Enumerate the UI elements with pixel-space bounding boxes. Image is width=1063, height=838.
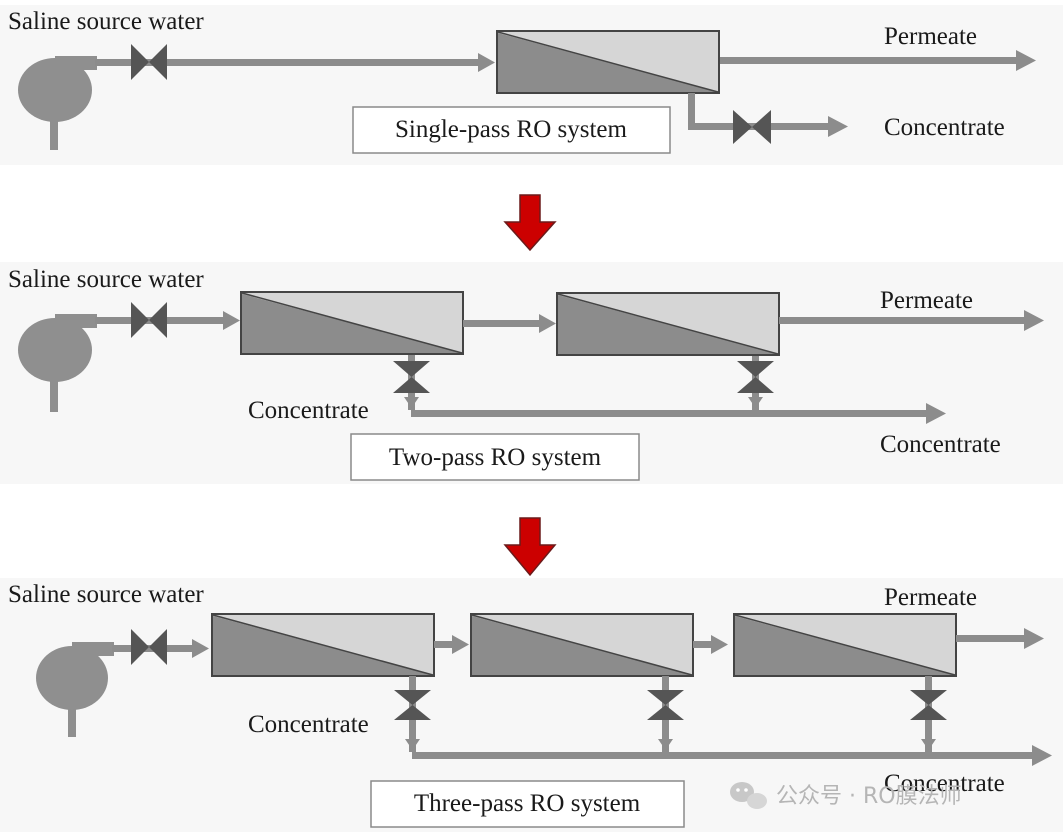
wechat-icon [730,782,767,809]
pressure-vessel-icon [211,613,435,677]
valve-icon [647,690,684,720]
caption-box [350,433,640,481]
concentrate-label: Concentrate [884,770,1005,797]
interpass-pipe [463,314,556,333]
down-arrow-icon [503,194,557,252]
valve-icon [733,110,771,144]
pressure-vessel-icon [556,292,780,356]
single-pass-section: Saline source water Permeate [0,5,1063,165]
pressure-vessel-icon [496,30,720,94]
permeate-label: Permeate [880,287,973,314]
pump-icon [18,56,97,150]
interpass-pipe [693,635,728,654]
concentrate-label: Concentrate [248,397,369,424]
valve-icon [131,44,167,80]
three-pass-section: Saline source water [0,578,1063,832]
interpass-pipe [434,635,469,654]
concentrate-label: Concentrate [248,711,369,738]
pressure-vessel-icon [470,613,694,677]
source-water-label: Saline source water [8,8,204,35]
permeate-pipe [779,310,1044,331]
two-pass-section: Saline source water [0,262,1063,484]
permeate-label: Permeate [884,584,977,611]
concentrate-label: Concentrate [880,431,1001,458]
down-arrow-icon [503,517,557,577]
valve-icon [910,690,947,720]
permeate-label: Permeate [884,23,977,50]
source-water-label: Saline source water [8,266,204,293]
pressure-vessel-icon [240,291,464,355]
valve-icon [393,361,430,393]
valve-icon [737,361,774,393]
pressure-vessel-icon [733,613,957,677]
watermark-text: 公众号 · RO膜法师 [776,784,962,809]
pump-icon [36,642,114,737]
source-water-label: Saline source water [8,581,204,608]
valve-icon [394,690,431,720]
caption-box [370,780,685,828]
valve-icon [131,629,167,665]
system-caption: Single-pass RO system [395,116,628,143]
system-caption: Three-pass RO system [414,790,641,817]
permeate-pipe [720,50,1036,71]
valve-icon [131,302,167,338]
feed-pipe [95,53,495,72]
permeate-pipe [956,628,1044,649]
caption-box [352,106,671,154]
concentrate-label: Concentrate [884,114,1005,141]
pump-icon [18,314,97,412]
watermark: 公众号 · RO膜法师 [730,782,962,809]
system-caption: Two-pass RO system [389,444,602,471]
